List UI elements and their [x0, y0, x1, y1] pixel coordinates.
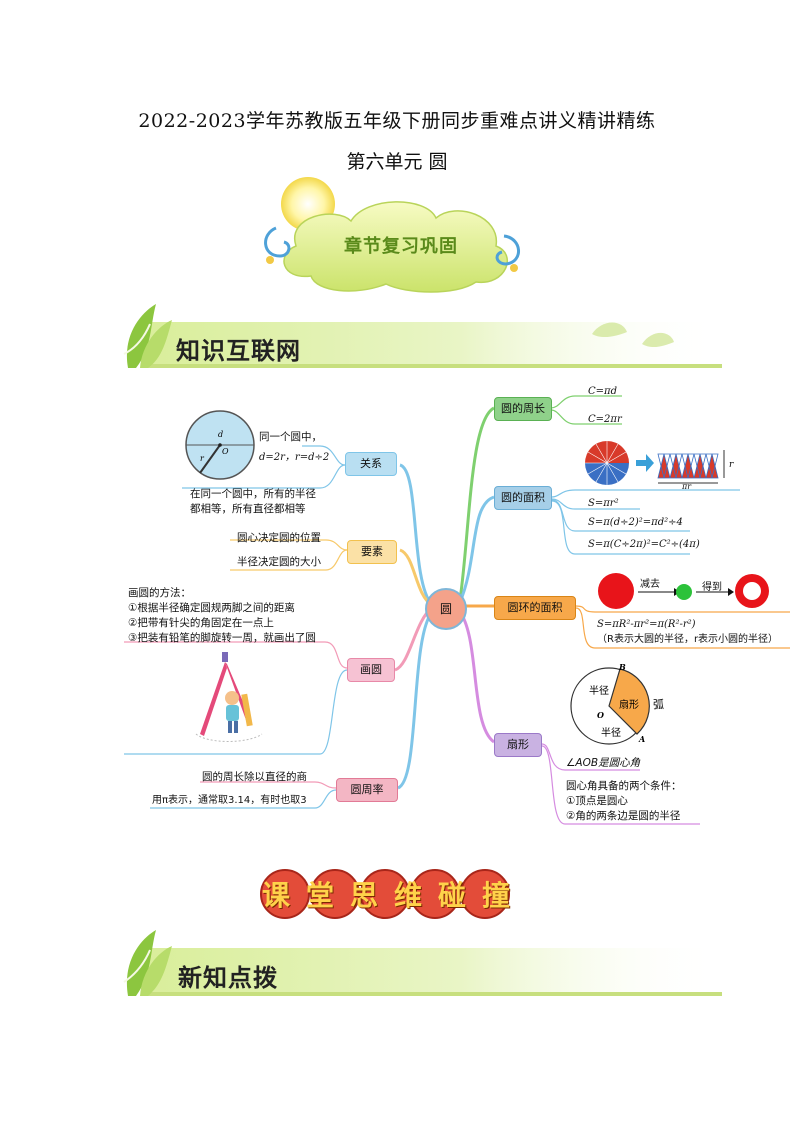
- section-banner-new: [123, 930, 722, 996]
- ring-minus-label: 减去: [640, 579, 660, 590]
- draw-step-2: ②把带有针尖的角固定在一点上: [128, 617, 274, 629]
- area-formula-1: S=πr²: [588, 498, 619, 509]
- document-title: 2022-2023学年苏教版五年级下册同步重难点讲义精讲精练: [138, 110, 656, 132]
- mindmap-connectors: [124, 395, 790, 825]
- label-sector: 扇形: [619, 698, 639, 711]
- draw-method-title: 画圆的方法：: [128, 587, 191, 599]
- area-pir-label: πr: [682, 482, 692, 491]
- section-title-knowledge: 知识互联网: [176, 337, 301, 365]
- relation-note-3: 在同一个圆中，所有的半径: [190, 488, 316, 500]
- section-banner-knowledge: [123, 304, 722, 368]
- label-o: O: [597, 710, 604, 720]
- label-radius-2: 半径: [601, 726, 621, 739]
- node-sector: 扇形: [494, 733, 542, 757]
- label-d: d: [218, 430, 223, 439]
- ring-get-label: 得到: [702, 582, 722, 593]
- node-pi: 圆周率: [336, 778, 398, 802]
- pi-note-1: 圆的周长除以直径的商: [202, 771, 307, 783]
- circumference-formula-1: C=πd: [588, 386, 618, 397]
- circle-area-diagram: r: [585, 441, 734, 485]
- node-circumference: 圆的周长: [494, 397, 552, 421]
- elements-note-2: 半径决定圆的大小: [237, 556, 321, 568]
- label-radius-1: 半径: [589, 684, 609, 697]
- ring-area-diagram: [598, 573, 769, 609]
- pi-note-2: 用π表示，通常取3.14，有时也取3: [152, 795, 307, 806]
- circle-diameter-diagram: d O r: [185, 410, 255, 480]
- sector-cond-1: ①顶点是圆心: [566, 795, 628, 807]
- area-formula-2: S=π(d÷2)²=πd²÷4: [588, 517, 683, 528]
- sector-diagram: B A O 半径 扇形 半径 弧: [570, 664, 664, 745]
- unit-title: 第六单元 圆: [346, 151, 448, 173]
- compass-illustration: [195, 652, 263, 742]
- label-arc: 弧: [653, 697, 664, 711]
- label-r: r: [200, 454, 205, 463]
- ring-note: （R表示大圆的半径，r表示小圆的半径）: [597, 634, 779, 645]
- classroom-banner: [260, 869, 510, 919]
- classroom-banner-text: 课堂思维碰撞: [262, 879, 527, 912]
- draw-step-3: ③把装有铅笔的脚旋转一周，就画出了圆: [128, 632, 316, 644]
- circumference-formula-2: C=2πr: [588, 414, 622, 425]
- node-elements: 要素: [347, 540, 397, 564]
- relation-note-1: 同一个圆中，: [259, 431, 322, 443]
- node-relation: 关系: [345, 452, 397, 476]
- node-ring-area: 圆环的面积: [494, 596, 576, 620]
- cloud-label: 章节复习巩固: [344, 236, 458, 257]
- node-area: 圆的面积: [494, 486, 552, 510]
- area-formula-3: S=π(C÷2π)²=C²÷(4π): [588, 539, 700, 550]
- cloud-banner: [264, 177, 520, 293]
- relation-formula: d=2r，r=d÷2: [259, 452, 330, 463]
- sector-angle-note: ∠AOB是圆心角: [566, 757, 641, 769]
- elements-note-1: 圆心决定圆的位置: [237, 532, 321, 544]
- section-title-new: 新知点拨: [178, 964, 278, 992]
- sector-cond-title: 圆心角具备的两个条件：: [566, 780, 682, 792]
- center-node: 圆: [425, 588, 467, 630]
- label-o: O: [222, 447, 229, 456]
- label-r: r: [729, 460, 734, 470]
- label-b: B: [618, 664, 626, 672]
- label-a: A: [638, 734, 645, 744]
- draw-step-1: ①根据半径确定圆规两脚之间的距离: [128, 602, 295, 614]
- node-draw-circle: 画圆: [347, 658, 395, 682]
- sector-cond-2: ②角的两条边是圆的半径: [566, 810, 681, 822]
- ring-formula: S=πR²-πr²=π(R²-r²): [597, 619, 696, 630]
- relation-note-4: 都相等，所有直径都相等: [190, 503, 306, 515]
